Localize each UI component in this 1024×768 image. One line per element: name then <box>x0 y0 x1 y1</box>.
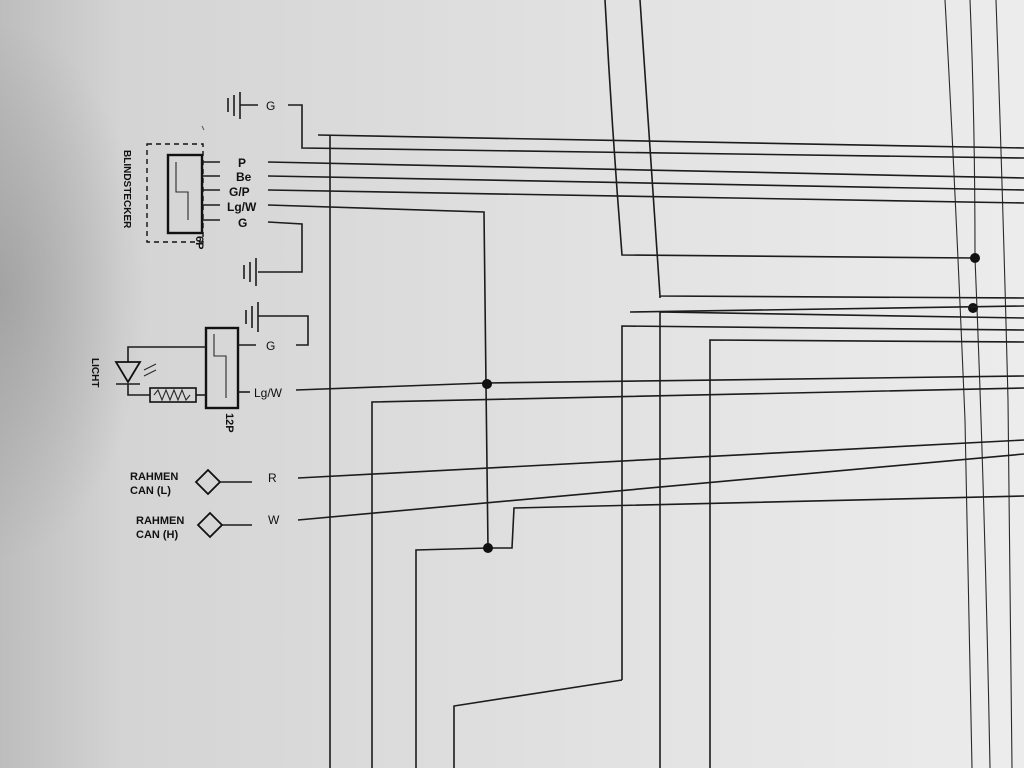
wire-label-ground-top: G <box>266 99 275 113</box>
blindstecker-pin-stubs <box>202 161 220 221</box>
ground-symbol-light <box>245 302 309 346</box>
junction-dot-right-upper <box>970 253 980 263</box>
light-connector-inner-mark <box>213 334 227 398</box>
ground-symbol-top <box>227 92 258 119</box>
blindstecker-wires <box>258 161 1024 386</box>
light-connector-12p <box>204 326 240 410</box>
licht-label: LICHT <box>89 358 100 387</box>
licht-led-symbol <box>114 346 206 396</box>
wire-can-h <box>297 453 1024 521</box>
blindstecker-pins-label: 6P <box>193 236 205 249</box>
rahmen-can-l-label-line1: RAHMEN <box>130 471 178 483</box>
junction-wires <box>371 375 1024 768</box>
wire-can-l <box>297 439 1024 479</box>
right-wires <box>453 311 1024 768</box>
blindstecker-connector <box>166 153 204 235</box>
junction-dot-lower <box>483 543 493 553</box>
rahmen-can-l-label-line2: CAN (L) <box>130 485 171 497</box>
blindstecker-dashed-outline <box>146 143 204 243</box>
wire-light-lgw <box>295 382 487 391</box>
wire-ground-top <box>288 104 1024 159</box>
wire-label-light-lgw: Lg/W <box>254 386 283 400</box>
wire-top-line <box>317 134 1024 149</box>
ground-symbol-mid <box>243 258 257 286</box>
junction-dot-lgw <box>482 379 492 389</box>
vertical-wires <box>329 0 1024 768</box>
wire-label-gp: G/P <box>229 185 250 199</box>
licht-resistor <box>149 387 206 403</box>
rahmen-can-h-diamond <box>196 511 252 539</box>
wire-label-p: P <box>238 156 246 170</box>
paper-shadow <box>0 0 420 768</box>
light-connector-pins-label: 12P <box>223 413 235 433</box>
wire-label-can-l: R <box>268 471 277 485</box>
wire-label-can-h: W <box>268 513 280 527</box>
wire-label-light-g: G <box>266 339 275 353</box>
wire-label-g: G <box>238 216 247 230</box>
stray-mark <box>201 125 205 131</box>
wire-right-mid <box>629 305 1024 313</box>
wire-label-be: Be <box>236 170 252 184</box>
rahmen-can-l-diamond <box>194 468 252 496</box>
rahmen-can-h-label-line1: RAHMEN <box>136 515 184 527</box>
blindstecker-inner-mark <box>175 162 189 220</box>
wire-label-lgw: Lg/W <box>227 200 257 214</box>
junction-dot-right-lower <box>968 303 978 313</box>
blindstecker-label: BLINDSTECKER <box>121 150 132 229</box>
rahmen-can-h-label-line2: CAN (H) <box>136 529 178 541</box>
